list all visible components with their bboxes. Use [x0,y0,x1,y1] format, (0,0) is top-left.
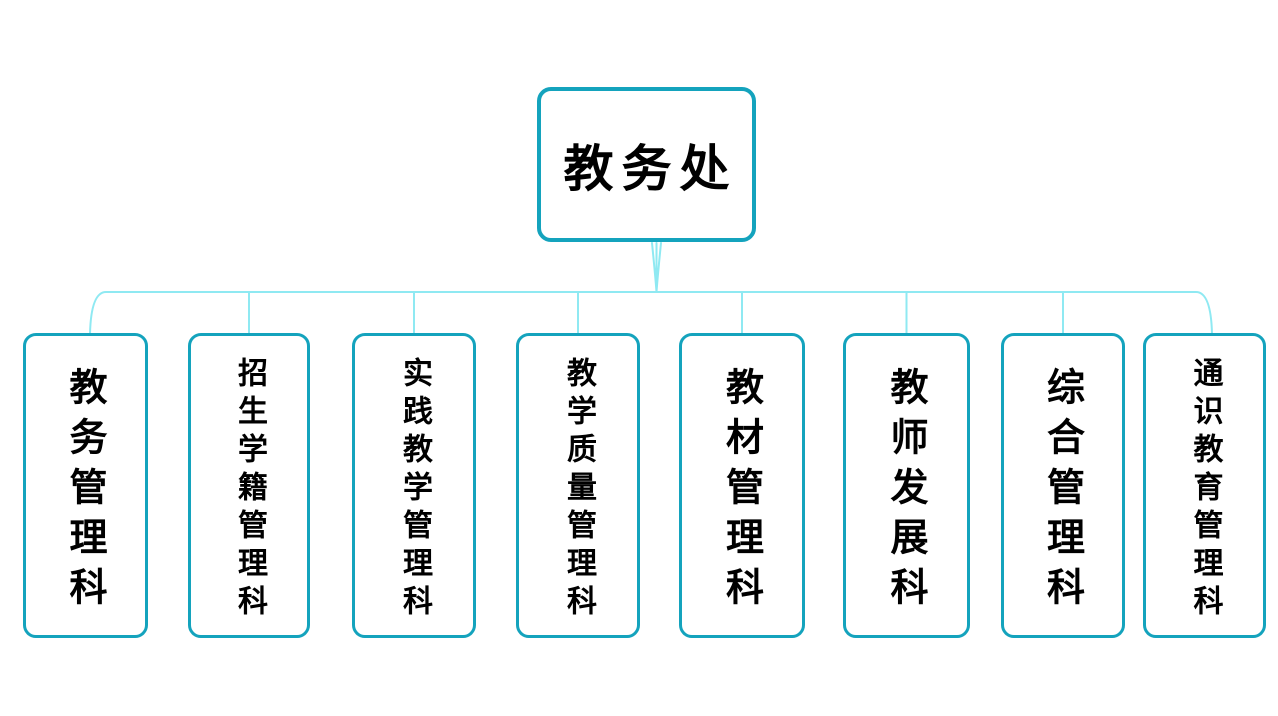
dept-node-label: 教材管理科 [719,366,765,617]
dept-node-label: 教务管理科 [63,366,108,617]
dept-node-label: 通识教育管理科 [1187,356,1223,623]
dept-node-label: 综合管理科 [1040,366,1086,617]
funnel-right-line [655,242,662,293]
dept-node-2: 招生学籍管理科 [188,333,310,638]
root-node-label: 教务处 [563,138,738,198]
connector-lines [89,242,1213,335]
trunk-line [89,291,1213,335]
dept-node-6: 教师发展科 [843,333,970,638]
dept-node-5: 教材管理科 [679,333,805,638]
funnel-left-line [651,242,658,293]
dept-node-1: 教务管理科 [23,333,148,638]
dept-node-label: 实践教学管理科 [397,356,432,623]
dept-node-4: 教学质量管理科 [516,333,640,638]
root-node: 教务处 [537,87,756,242]
dept-node-8: 通识教育管理科 [1143,333,1266,638]
dept-node-label: 招生学籍管理科 [232,356,267,623]
dept-node-3: 实践教学管理科 [352,333,476,638]
dept-node-label: 教学质量管理科 [561,356,596,623]
dept-node-label: 教师发展科 [884,366,929,617]
dept-node-7: 综合管理科 [1001,333,1125,638]
